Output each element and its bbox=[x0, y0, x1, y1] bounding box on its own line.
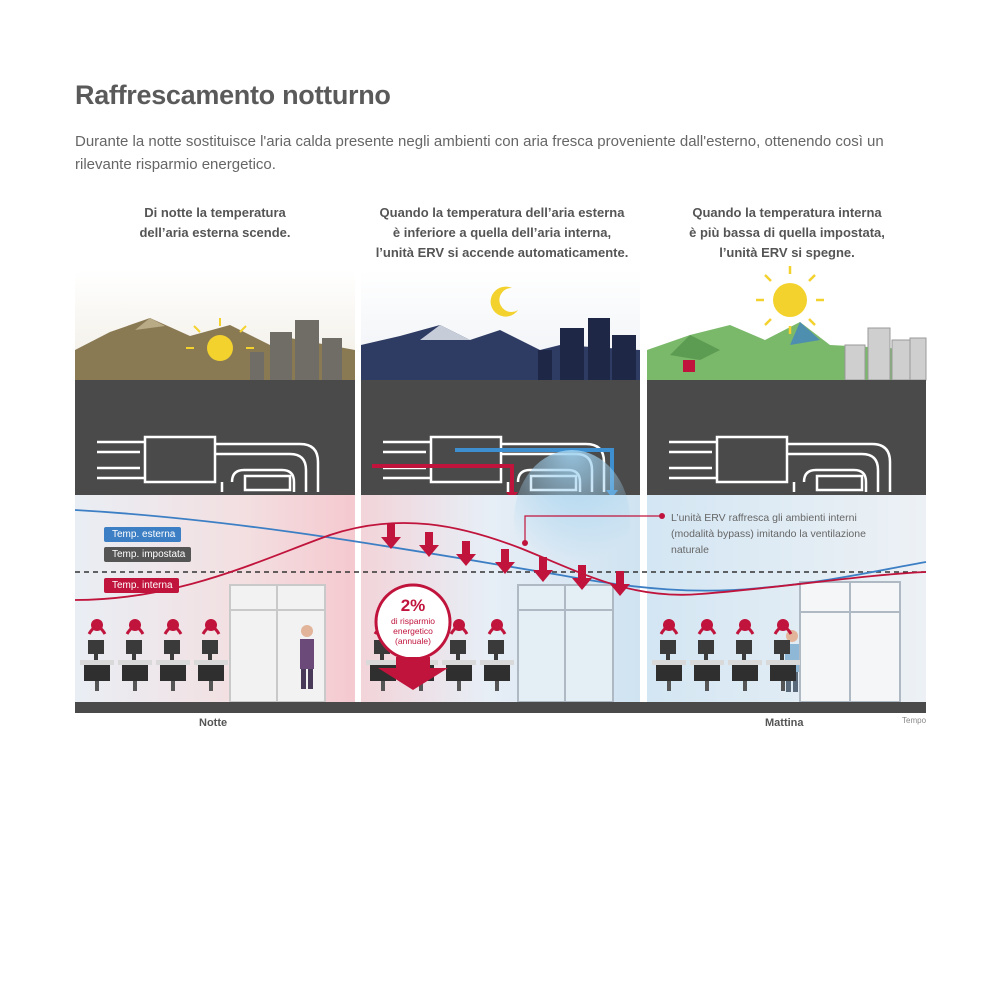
energy-saving-text: 2% di risparmio energetico (annuale) bbox=[378, 596, 448, 646]
axis-start-label: Notte bbox=[199, 717, 228, 729]
down-arrow-icon bbox=[610, 571, 630, 596]
city-skyline bbox=[538, 318, 636, 380]
sun-rays bbox=[756, 266, 824, 334]
city-skyline bbox=[844, 327, 927, 381]
caption-line: Di notte la temperatura bbox=[144, 205, 286, 220]
annotation-leader bbox=[524, 515, 662, 543]
legend-indoor-temp: Temp. interna bbox=[104, 578, 179, 593]
saving-line: (annuale) bbox=[395, 636, 431, 646]
saving-percent: 2% bbox=[400, 596, 426, 615]
erv-duct-outline bbox=[669, 435, 892, 492]
down-arrow-icon bbox=[495, 549, 515, 574]
down-arrow-icon bbox=[381, 524, 401, 549]
workstation bbox=[728, 619, 762, 691]
saving-arrow bbox=[378, 657, 448, 690]
exhaust-air-flow bbox=[372, 464, 514, 494]
axis-time-label: Tempo bbox=[902, 716, 927, 725]
legend-outdoor-temp: Temp. esterna bbox=[104, 527, 182, 542]
down-arrow-icon bbox=[572, 565, 592, 590]
outdoor-temp-line bbox=[74, 509, 927, 592]
moon-icon bbox=[490, 286, 518, 317]
erv-annotation: L’unità ERV raffresca gli ambienti inter… bbox=[671, 510, 911, 558]
sun-icon bbox=[207, 335, 233, 361]
saving-line: energetico bbox=[393, 626, 433, 636]
annotation-line: L’unità ERV raffresca gli ambienti inter… bbox=[671, 512, 857, 524]
panel-night bbox=[75, 270, 355, 707]
workstation bbox=[766, 619, 800, 691]
down-arrow-icon bbox=[456, 541, 476, 566]
person bbox=[300, 625, 314, 689]
description-line: Durante la notte sostituisce l'aria cald… bbox=[75, 133, 884, 150]
workstation bbox=[156, 619, 190, 691]
annotation-line: naturale bbox=[671, 544, 709, 556]
caption-line: Quando la temperatura dell’aria esterna bbox=[379, 205, 625, 220]
panel-caption-night: Di notte la temperatura dell’aria estern… bbox=[70, 203, 360, 243]
workstation bbox=[480, 619, 514, 691]
legend-setpoint-temp: Temp. impostata bbox=[104, 547, 192, 562]
down-arrow-icon bbox=[533, 557, 553, 582]
cooling-arrows bbox=[381, 524, 630, 596]
saving-line: di risparmio bbox=[391, 616, 435, 626]
indoor-temp-line bbox=[74, 522, 927, 601]
down-arrow-icon bbox=[419, 532, 439, 557]
workstation bbox=[652, 619, 686, 691]
caption-line: l’unità ERV si accende automaticamente. bbox=[375, 245, 629, 260]
page-description: Durante la notte sostituisce l'aria cald… bbox=[75, 130, 925, 176]
workstation bbox=[690, 619, 724, 691]
panel-caption-erv-off: Quando la temperatura interna è più bass… bbox=[642, 203, 932, 263]
panel-caption-erv-on: Quando la temperatura dell’aria esterna … bbox=[357, 203, 647, 263]
description-line: rilevante risparmio energetico. bbox=[75, 156, 276, 173]
erv-duct-outline bbox=[97, 435, 320, 492]
axis-end-label: Mattina bbox=[765, 717, 804, 729]
caption-line: Quando la temperatura interna bbox=[692, 205, 882, 220]
caption-line: dell’aria esterna scende. bbox=[139, 225, 291, 240]
workstation bbox=[80, 619, 114, 691]
page-title: Raffrescamento notturno bbox=[75, 80, 391, 110]
caption-line: è inferiore a quella dell’aria interna, bbox=[392, 225, 612, 240]
workstation bbox=[442, 619, 476, 691]
caption-line: l’unità ERV si spegne. bbox=[719, 245, 855, 260]
sun-icon bbox=[773, 283, 807, 317]
caption-line: è più bassa di quella impostata, bbox=[689, 225, 885, 240]
workstation bbox=[118, 619, 152, 691]
cool-breeze bbox=[514, 450, 630, 590]
city-skyline bbox=[250, 320, 342, 380]
workstation bbox=[194, 619, 228, 691]
annotation-line: (modalità bypass) imitando la ventilazio… bbox=[671, 528, 866, 540]
sun-rays bbox=[186, 318, 254, 349]
floor bbox=[75, 702, 926, 713]
